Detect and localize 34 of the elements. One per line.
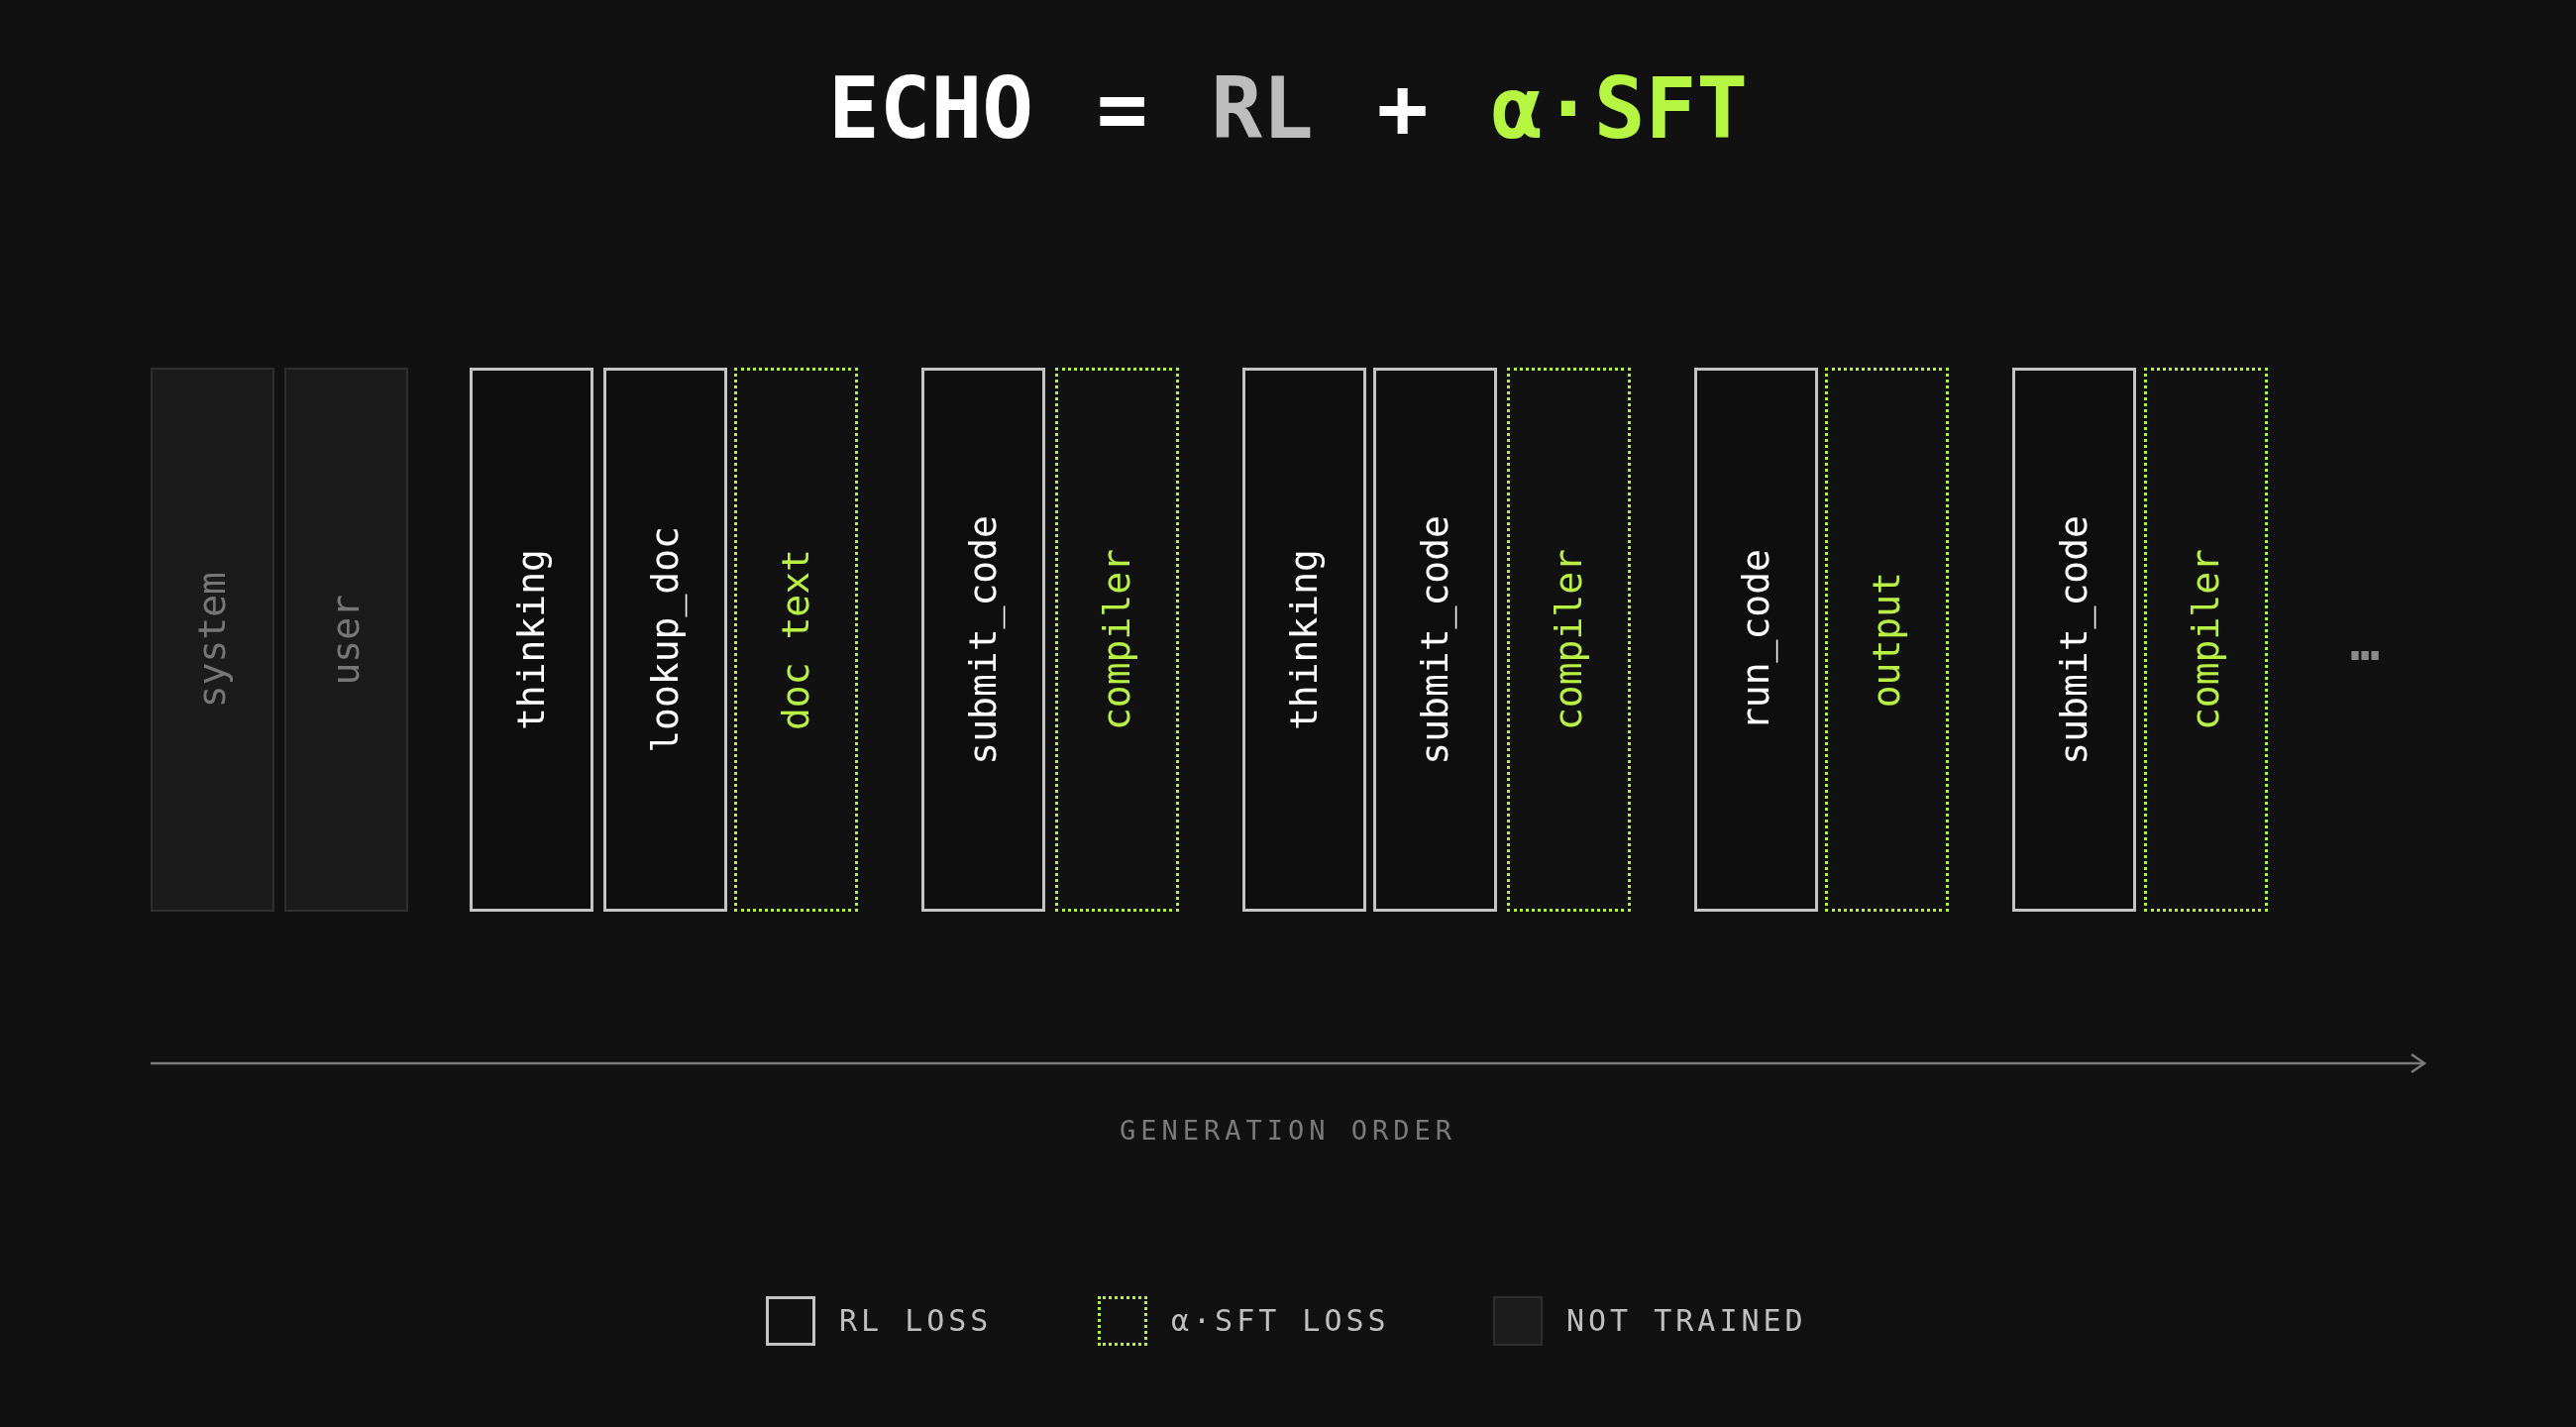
block-label: thinking — [1280, 549, 1327, 730]
shaded-block — [284, 368, 408, 912]
shaded-block — [151, 368, 274, 912]
outlined-block — [603, 368, 727, 912]
block-label: compiler — [1093, 549, 1139, 730]
outlined-block — [470, 368, 593, 912]
legend-label: α·SFT LOSS — [1171, 1302, 1390, 1340]
outlined-block — [1242, 368, 1366, 912]
block-label: lookup_doc — [641, 526, 689, 753]
diagram-title: ECHO = RL + α·SFT — [827, 61, 1749, 156]
outlined-block — [1373, 368, 1497, 912]
outlined-block — [2012, 368, 2136, 912]
legend-label: RL LOSS — [839, 1302, 993, 1340]
block-label: run_code — [1732, 549, 1779, 730]
block-label: submit_code — [2050, 514, 2097, 765]
outlined-block — [921, 368, 1045, 912]
dotted-block — [1825, 368, 1949, 912]
block-label: compiler — [1545, 549, 1591, 730]
block-label: user — [322, 594, 369, 686]
dotted-block — [1507, 368, 1631, 912]
block-label: system — [188, 571, 235, 709]
block-label: doc text — [772, 549, 818, 730]
block-label: compiler — [2182, 549, 2228, 730]
dotted-block — [734, 368, 858, 912]
block-label: submit_code — [959, 514, 1007, 765]
block-label: thinking — [507, 549, 554, 730]
axis-label: GENERATION ORDER — [1119, 1115, 1457, 1148]
dotted-block — [1055, 368, 1179, 912]
dotted-block — [2144, 368, 2268, 912]
legend-label: NOT TRAINED — [1566, 1302, 1807, 1340]
block-label: output — [1863, 571, 1909, 709]
ellipsis-text: … — [2350, 618, 2381, 668]
block-label: submit_code — [1411, 514, 1458, 765]
outlined-block — [1694, 368, 1818, 912]
